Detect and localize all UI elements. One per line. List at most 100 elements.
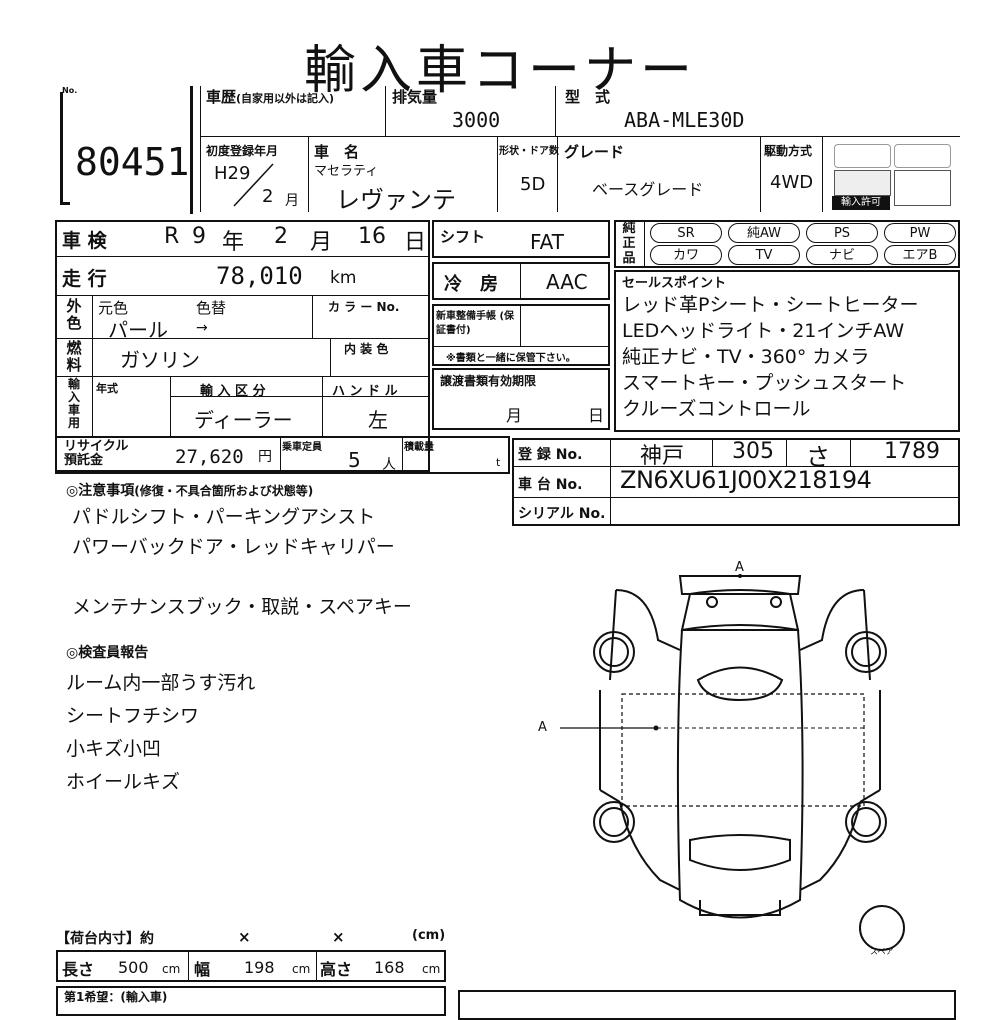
transfer-docs-label: 譲渡書類有効期限 [440, 374, 537, 388]
cargo-unit: (cm) [412, 928, 446, 943]
mileage-label: 走 行 [62, 268, 107, 290]
inspection-label: 車 検 [62, 230, 107, 252]
shape-value: 5D [520, 174, 546, 195]
shape-label: 形状・ドア数 [499, 146, 559, 157]
inspector-line: ホイールキズ [66, 771, 181, 793]
bottom-label: 第1希望：(輸入車) [64, 990, 168, 1004]
aircon-value: AAC [546, 270, 588, 294]
history-label: 車歴(自家用以外は記入) [206, 88, 335, 106]
import-type-label: 輸 入 区 分 [200, 384, 266, 399]
shift-label: シフト [440, 228, 486, 246]
first-reg-month-unit: 月 [285, 193, 299, 209]
registration-number: 1789 [884, 439, 940, 464]
grade-value: ベースグレード [592, 180, 704, 199]
cargo-label: 【荷台内寸】約 [56, 931, 154, 947]
fuel-value: ガソリン [120, 348, 200, 372]
cargo-x2: × [332, 928, 345, 946]
displacement-label: 排気量 [392, 88, 438, 106]
sales-points-label: セールスポイント [622, 276, 727, 291]
import-permit-stamp: 輸入許可 [832, 196, 890, 210]
new-car-docs-note: ※書類と一緒に保管下さい。 [446, 353, 576, 364]
inspection-year-unit: 年 [222, 230, 245, 255]
sales-point-line: LEDヘッドライト・21インチAW [622, 320, 905, 342]
lot-label: No. [62, 86, 78, 95]
note-line: パドルシフト・パーキングアシスト [72, 506, 376, 528]
color-orig-label: 元色 [98, 299, 129, 317]
cargo-x1: × [238, 928, 251, 946]
lot-number: 80451 [75, 140, 190, 184]
displacement-value: 3000 [452, 108, 501, 132]
inspector-label: ◎検査員報告 [66, 645, 149, 661]
height-value: 168 [374, 958, 405, 977]
inspector-line: シートフチシワ [66, 705, 200, 727]
transfer-month-unit: 月 [506, 406, 523, 425]
capacity-value: 5 [348, 448, 361, 472]
mileage-value: 78,010 [216, 262, 303, 290]
length-value: 500 [118, 958, 149, 977]
sales-point-line: クルーズコントロール [622, 398, 811, 420]
height-unit: cm [422, 962, 441, 976]
recycle-value: 27,620 [175, 446, 244, 468]
sales-point-line: 純正ナビ・TV・360° カメラ [622, 346, 870, 368]
color-code-label: カ ラ ー No. [328, 300, 400, 314]
first-reg-month: 2 [262, 186, 274, 207]
diagram-mark-left: A [538, 720, 547, 735]
option-row2-3: エアB [884, 245, 956, 265]
mileage-unit: km [330, 268, 357, 288]
option-row2-2: ナビ [806, 245, 878, 265]
shift-value: FAT [530, 230, 565, 254]
page-title: 輸入車コーナー [303, 41, 696, 101]
drive-label: 駆動方式 [764, 144, 813, 158]
import-handle-label: ハ ン ド ル [332, 384, 398, 399]
car-maker: マセラティ [314, 164, 379, 179]
chassis-label: 車 台 No. [518, 477, 583, 493]
notes-label: ◎注意事項(修復・不具合箇所および状態等) [66, 483, 314, 499]
inspector-line: ルーム内一部うす汚れ [66, 672, 256, 694]
height-label: 高さ [320, 960, 353, 979]
new-car-docs-label: 新車整備手帳 (保証書付) [436, 311, 515, 336]
length-unit: cm [162, 962, 181, 976]
option-row1-2: PS [806, 223, 878, 243]
inspection-day-unit: 日 [404, 230, 427, 255]
recycle-label: リサイクル 預託金 [64, 439, 129, 468]
registration-class: 305 [732, 439, 774, 464]
import-year-label: 年式 [96, 382, 118, 395]
capacity-unit: 人 [382, 457, 396, 473]
import-label: 輸入車用 [67, 377, 80, 430]
aircon-label: 冷 房 [444, 274, 498, 295]
color-arrow: → [196, 320, 208, 336]
inspector-line: 小キズ小凹 [66, 738, 162, 760]
option-row1-0: SR [650, 223, 722, 243]
chassis-value: ZN6XU61J00X218194 [620, 466, 872, 494]
transfer-day-unit: 日 [588, 406, 605, 425]
recycle-unit: 円 [258, 449, 272, 465]
diagram-mark-top: A [735, 560, 744, 575]
load-unit: t [496, 456, 501, 469]
note-line: パワーバックドア・レッドキャリパー [72, 536, 395, 558]
length-label: 長さ [62, 960, 95, 979]
option-row2-1: TV [728, 245, 800, 265]
interior-color-label: 内 装 色 [344, 342, 389, 356]
width-unit: cm [292, 962, 311, 976]
drive-value: 4WD [770, 172, 814, 193]
first-reg-year: H29 [214, 163, 251, 184]
car-name-label: 車 名 [314, 143, 360, 161]
inspection-era: R [164, 224, 180, 249]
options-label: 純正品 [622, 221, 636, 266]
first-reg-label: 初度登録年月 [206, 144, 279, 158]
model-value: ABA-MLE30D [624, 108, 745, 132]
registration-kana: さ [806, 443, 830, 471]
car-diagram [560, 574, 905, 951]
import-type-value: ディーラー [194, 408, 293, 432]
color-change-label: 色替 [196, 299, 227, 317]
model-label: 型 式 [565, 88, 611, 106]
serial-label: シリアル No. [518, 506, 606, 522]
sales-point-line: スマートキー・プッシュスタート [622, 372, 907, 394]
stamp-area: 輸入許可 [830, 140, 955, 212]
option-row2-0: カワ [650, 245, 722, 265]
spare-label: スペア [870, 947, 894, 956]
registration-region: 神戸 [640, 444, 685, 469]
registration-label: 登 録 No. [518, 447, 583, 463]
option-row1-3: PW [884, 223, 956, 243]
width-value: 198 [244, 958, 275, 977]
